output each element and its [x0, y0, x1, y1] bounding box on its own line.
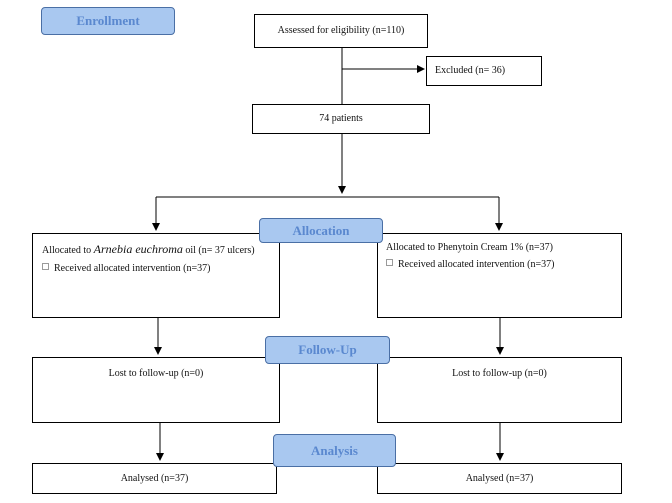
left-allocation-box: Allocated to Arnebia euchroma oil (n= 37… — [32, 233, 280, 318]
left-analysis-box: Analysed (n=37) — [32, 463, 277, 494]
bullet-icon — [386, 258, 393, 266]
right-followup-box: Lost to follow-up (n=0) — [377, 357, 622, 423]
left-allocation-suffix: oil (n= 37 ulcers) — [182, 245, 255, 256]
stage-analysis: Analysis — [273, 434, 396, 467]
left-allocation-text: Allocated to Arnebia euchroma oil (n= 37… — [42, 241, 271, 258]
left-received-row: Received allocated intervention (n=37) — [42, 262, 271, 276]
bullet-icon — [42, 262, 49, 270]
stage-allocation: Allocation — [259, 218, 383, 243]
left-allocation-prefix: Allocated to — [42, 245, 94, 256]
right-analysis-box: Analysed (n=37) — [377, 463, 622, 494]
stage-follow-up: Follow-Up — [265, 336, 390, 364]
right-received-text: Received allocated intervention (n=37) — [398, 258, 555, 270]
patients-box: 74 patients — [252, 104, 430, 134]
left-followup-box: Lost to follow-up (n=0) — [32, 357, 280, 423]
left-received-text: Received allocated intervention (n=37) — [54, 262, 211, 274]
right-allocation-box: Allocated to Phenytoin Cream 1% (n=37) R… — [377, 233, 622, 318]
left-allocation-species: Arnebia euchroma — [93, 242, 183, 256]
stage-enrollment: Enrollment — [41, 7, 175, 35]
right-received-row: Received allocated intervention (n=37) — [386, 258, 613, 272]
right-allocation-text: Allocated to Phenytoin Cream 1% (n=37) — [386, 242, 553, 253]
excluded-box: Excluded (n= 36) — [426, 56, 542, 86]
assessed-box: Assessed for eligibility (n=110) — [254, 14, 428, 48]
